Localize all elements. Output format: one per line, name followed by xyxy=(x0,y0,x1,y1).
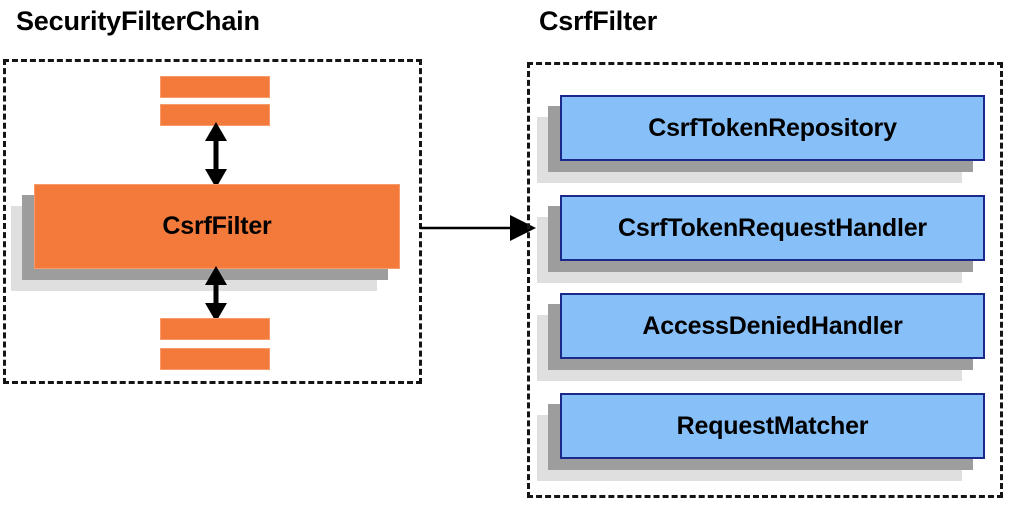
box-face: RequestMatcher xyxy=(560,393,985,459)
box-label-access-denied-handler: AccessDeniedHandler xyxy=(642,311,903,340)
box-face: AccessDeniedHandler xyxy=(560,293,985,359)
box-csrffilter[interactable]: CsrfFilter xyxy=(11,184,400,291)
box-label-csrffilter: CsrfFilter xyxy=(162,212,272,240)
connector-arrow-icon xyxy=(420,215,536,241)
box-access-denied-handler[interactable]: AccessDeniedHandler xyxy=(537,293,985,381)
box-label-csrf-token-request-handler: CsrfTokenRequestHandler xyxy=(618,213,927,242)
page-title-csrf-filter: CsrfFilter xyxy=(539,6,658,36)
box-face: CsrfFilter xyxy=(34,184,400,269)
page-title-security-filter-chain: SecurityFilterChain xyxy=(16,6,260,36)
box-label-csrf-token-repository: CsrfTokenRepository xyxy=(648,113,897,142)
box-label-request-matcher: RequestMatcher xyxy=(676,411,869,440)
box-csrf-token-request-handler[interactable]: CsrfTokenRequestHandler xyxy=(537,195,985,283)
bidirectional-arrow-icon-bottom xyxy=(205,266,227,322)
box-request-matcher[interactable]: RequestMatcher xyxy=(537,393,985,481)
panel-security-filter-chain xyxy=(3,59,422,384)
filter-bar-bottom-2 xyxy=(160,348,270,370)
box-face: CsrfTokenRepository xyxy=(560,95,985,161)
filter-bar-top-1 xyxy=(160,76,270,98)
filter-bar-bottom-1 xyxy=(160,318,270,340)
bidirectional-arrow-icon-top xyxy=(205,122,227,188)
panel-csrf-filter xyxy=(527,62,1003,498)
box-csrf-token-repository[interactable]: CsrfTokenRepository xyxy=(537,95,985,183)
box-face: CsrfTokenRequestHandler xyxy=(560,195,985,261)
